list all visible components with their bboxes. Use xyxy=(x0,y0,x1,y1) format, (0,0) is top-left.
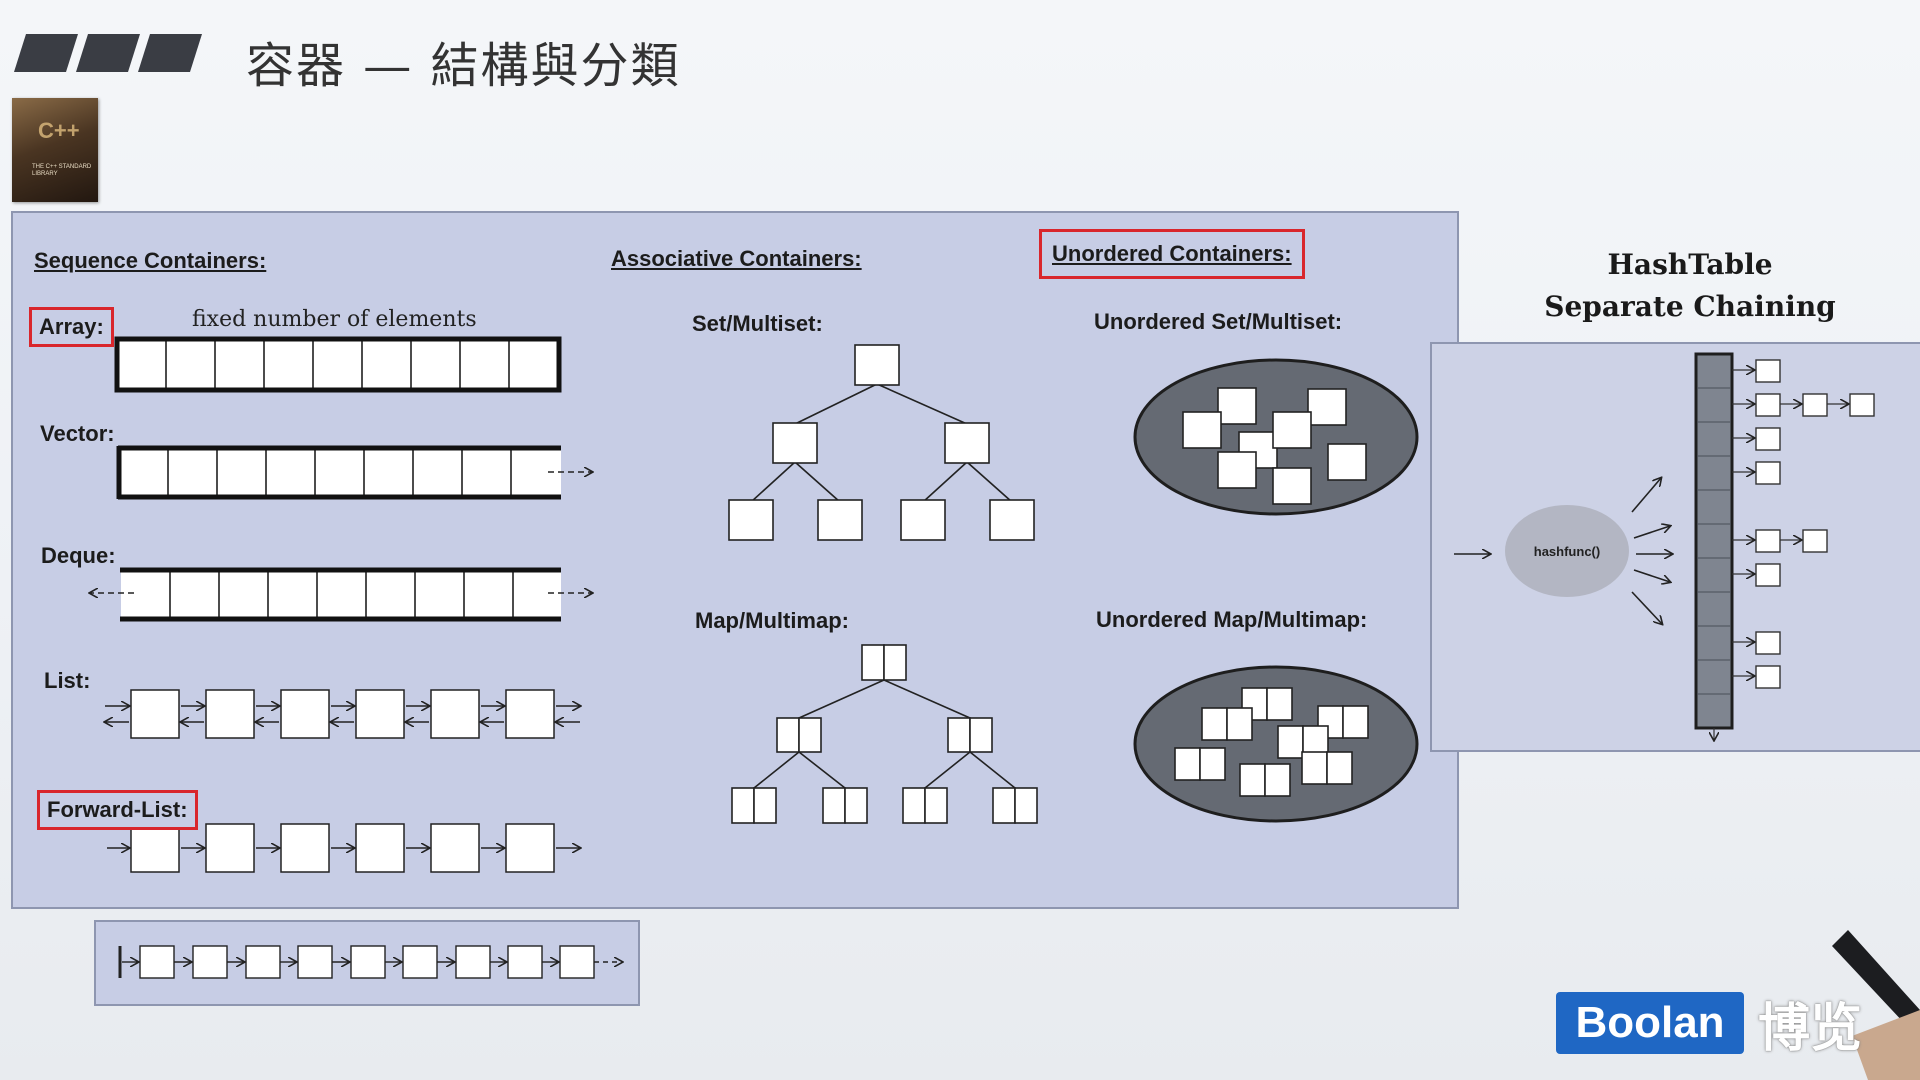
slide-title: 容器 — 結構與分類 xyxy=(246,38,681,94)
set-multiset-label: Set/Multiset: xyxy=(692,311,823,336)
book-cover-text: THE C++ STANDARD LIBRARY xyxy=(32,164,92,177)
list-label: List: xyxy=(44,668,91,693)
map-tree-diagram xyxy=(731,644,1038,824)
hashtable-title-line1: HashTable xyxy=(1607,248,1773,281)
unordered-set-diagram xyxy=(1133,358,1419,516)
array-diagram xyxy=(114,336,562,393)
book-cover-image: C++ THE C++ STANDARD LIBRARY xyxy=(12,98,98,202)
forward-list-diagram xyxy=(107,823,580,873)
set-tree-diagram xyxy=(728,344,1035,541)
vector-label: Vector: xyxy=(40,421,115,446)
hashtable-diagram xyxy=(1454,352,1875,740)
unordered-containers-heading: Unordered Containers: xyxy=(1039,229,1305,279)
forward-list-detail-diagram xyxy=(118,945,622,979)
map-multimap-label: Map/Multimap: xyxy=(695,608,849,633)
deque-label: Deque: xyxy=(41,543,116,568)
unordered-map-multimap-label: Unordered Map/Multimap: xyxy=(1096,607,1368,632)
vector-diagram xyxy=(116,445,592,500)
boolan-logo-chinese: 博览 xyxy=(1758,998,1863,1059)
unordered-set-multiset-label: Unordered Set/Multiset: xyxy=(1094,309,1343,334)
title-decoration-icon xyxy=(14,34,202,72)
forward-list-label: Forward-List: xyxy=(37,790,198,830)
boolan-logo: Boolan xyxy=(1556,992,1744,1054)
list-diagram xyxy=(105,689,580,739)
presenter-pointer-icon xyxy=(1832,930,1920,1080)
book-logo-icon: C++ xyxy=(38,118,80,143)
unordered-map-diagram xyxy=(1133,665,1419,823)
hashtable-title-line2: Separate Chaining xyxy=(1544,290,1836,323)
sequence-containers-heading: Sequence Containers: xyxy=(34,248,267,273)
associative-containers-heading: Associative Containers: xyxy=(611,246,862,271)
array-note: fixed number of elements xyxy=(192,307,477,332)
hashtable-title: HashTable Separate Chaining xyxy=(1530,244,1850,328)
deque-diagram xyxy=(90,567,592,622)
hashfunc-label: hashfunc() xyxy=(1533,544,1601,559)
array-label: Array: xyxy=(29,307,114,347)
